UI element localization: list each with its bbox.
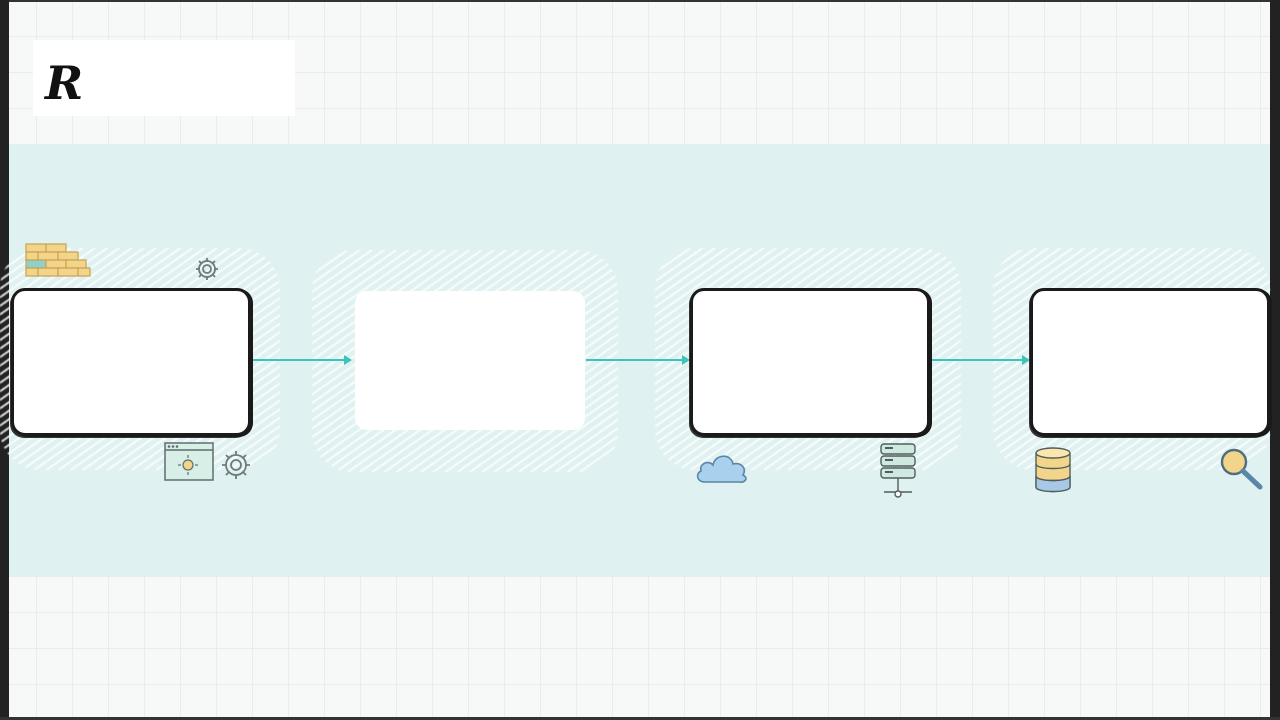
frame-bottom — [0, 717, 1280, 720]
title-text: R — [45, 56, 84, 110]
stage-3-box — [690, 288, 930, 436]
frame-top — [0, 0, 1280, 2]
stage-1-box — [11, 288, 251, 436]
arrow-1-to-2 — [252, 355, 352, 365]
browser-window-icon — [164, 442, 214, 481]
magnifier-icon — [1220, 448, 1263, 490]
server-rack-icon — [880, 443, 916, 498]
title-card: R — [33, 40, 295, 116]
frame-right — [1270, 0, 1280, 720]
stage-4-box — [1030, 288, 1270, 436]
cloud-icon — [696, 455, 747, 483]
stage-2-box — [355, 291, 585, 430]
database-icon — [1035, 447, 1071, 493]
arrow-2-to-3 — [586, 355, 690, 365]
gear-icon — [222, 451, 250, 479]
gear-icon — [196, 258, 218, 280]
arrow-3-to-4 — [930, 355, 1030, 365]
brick-wall-icon — [25, 243, 91, 277]
